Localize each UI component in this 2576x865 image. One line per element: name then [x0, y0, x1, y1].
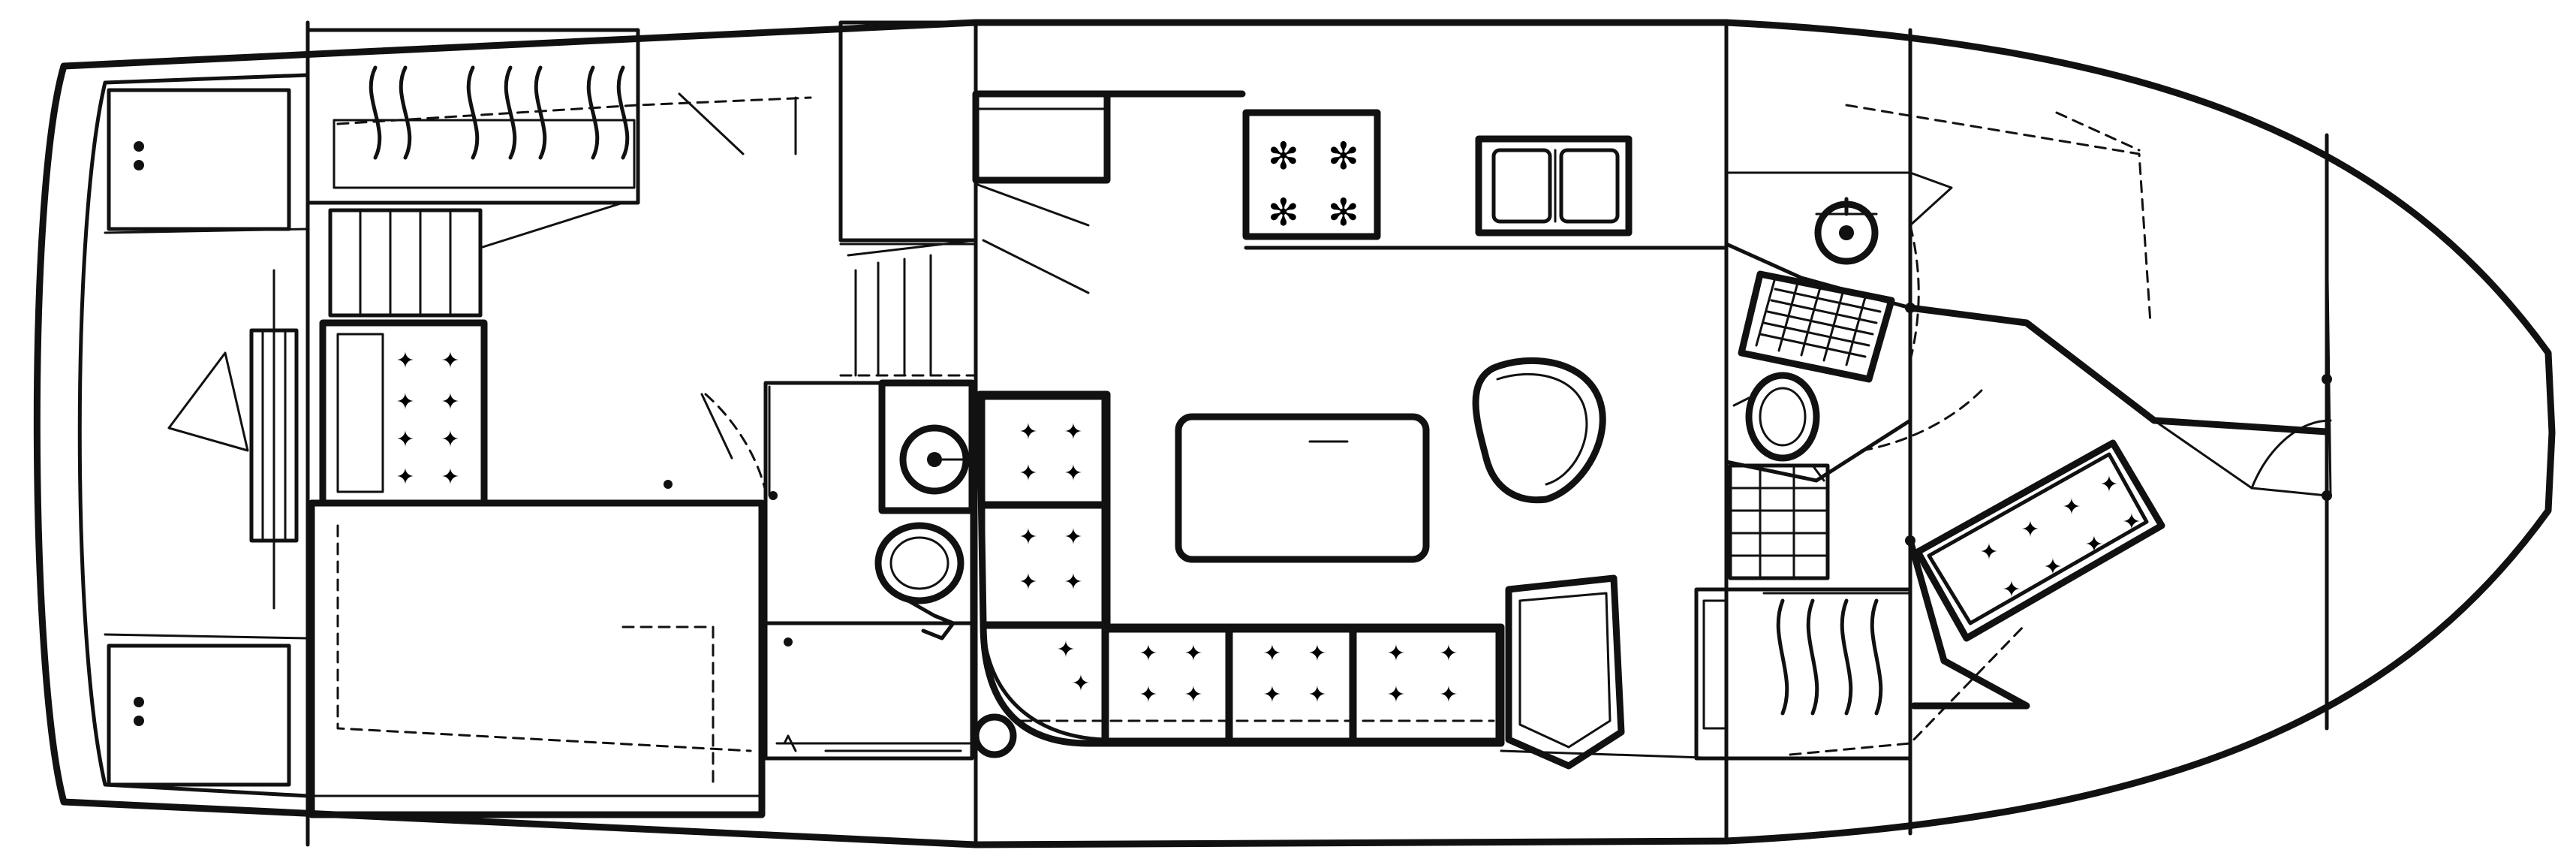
svg-text:✦: ✦	[1064, 524, 1082, 550]
svg-text:✦: ✦	[441, 389, 459, 415]
aft-berth	[308, 499, 766, 818]
head-vanity	[878, 379, 976, 514]
svg-text:✻: ✻	[1268, 134, 1299, 178]
svg-text:✦: ✦	[2084, 532, 2103, 558]
svg-text:✦: ✦	[1019, 524, 1037, 550]
shower-grate-icon	[1738, 270, 1895, 383]
svg-text:✦: ✦	[396, 464, 414, 490]
svg-text:✦: ✦	[2122, 509, 2141, 535]
svg-text:✦: ✦	[1139, 682, 1157, 708]
svg-text:✦: ✦	[2099, 472, 2118, 498]
svg-text:✦: ✦	[1064, 460, 1082, 487]
drain-icon	[972, 713, 1017, 758]
aft-lockers	[107, 88, 291, 787]
toilet-icon-fwd	[1745, 372, 1820, 462]
svg-text:✦: ✦	[1308, 682, 1326, 708]
svg-text:✦: ✦	[396, 348, 414, 374]
svg-text:✦: ✦	[2002, 577, 2021, 603]
svg-text:✦: ✦	[441, 426, 459, 453]
chairs	[1472, 357, 1728, 770]
aft-hanging-locker	[305, 28, 812, 205]
svg-text:✻: ✻	[1268, 191, 1299, 234]
svg-text:✦: ✦	[1262, 682, 1281, 708]
svg-text:✦: ✦	[1386, 640, 1405, 667]
aft-settee-tufts: ✦ ✦ ✦ ✦ ✦ ✦ ✦ ✦	[396, 348, 459, 490]
doors	[678, 92, 797, 497]
svg-text:✦: ✦	[1064, 419, 1082, 445]
dinette-table	[1175, 413, 1430, 563]
misc-detail	[664, 171, 1920, 500]
svg-text:✦: ✦	[1019, 569, 1037, 595]
svg-text:✦: ✦	[1184, 640, 1202, 667]
svg-text:✦: ✦	[1139, 640, 1157, 667]
svg-text:✦: ✦	[1386, 682, 1405, 708]
svg-text:✻: ✻	[1328, 134, 1359, 178]
svg-text:✦: ✦	[1056, 637, 1075, 663]
companion-stairs	[838, 20, 978, 377]
svg-text:✦: ✦	[2021, 517, 2039, 543]
locker-lower	[107, 643, 291, 787]
aft-stairs	[328, 201, 624, 318]
hull-keel-aft-2	[104, 633, 309, 640]
svg-text:✦: ✦	[1019, 460, 1037, 487]
stove-icon	[1242, 109, 1381, 240]
chair-icon-salon	[1472, 357, 1606, 504]
double-sink-icon	[1475, 135, 1633, 237]
galley: ✻ ✻ ✻ ✻	[972, 90, 1729, 294]
svg-text:✦: ✦	[1184, 682, 1202, 708]
svg-text:✦: ✦	[396, 426, 414, 453]
svg-text:✦: ✦	[2043, 554, 2062, 580]
aft-ladder	[167, 269, 299, 610]
bow-settee: ✦✦ ✦✦ ✦✦ ✦✦	[1914, 439, 2165, 642]
bow-settee-tufts: ✦✦ ✦✦ ✦✦ ✦✦	[1979, 472, 2141, 603]
svg-text:✦: ✦	[1019, 419, 1037, 445]
toilet-icon	[874, 522, 964, 604]
svg-text:✦: ✦	[441, 464, 459, 490]
hull-inner-line	[77, 73, 310, 798]
burners: ✻ ✻ ✻ ✻	[1268, 134, 1359, 234]
svg-text:✦: ✦	[1308, 640, 1326, 667]
dinette: ✦ ✦ ✦ ✦ ✦ ✦ ✦ ✦ ✦ ✦ ✦ ✦ ✦ ✦ ✦ ✦ ✦ ✦ ✦ ✦ ✦ ✦	[976, 390, 1505, 747]
svg-text:✦: ✦	[1439, 682, 1458, 708]
svg-text:✦: ✦	[1262, 640, 1281, 667]
hull-outline	[33, 19, 2556, 848]
svg-text:✻: ✻	[1328, 191, 1359, 234]
svg-text:✦: ✦	[1064, 569, 1082, 595]
svg-text:✦: ✦	[1439, 640, 1458, 667]
forward-stairs	[1728, 463, 1830, 580]
svg-text:✦: ✦	[396, 389, 414, 415]
aft-settee: ✦ ✦ ✦ ✦ ✦ ✦ ✦ ✦	[319, 319, 488, 507]
svg-text:✦: ✦	[1071, 671, 1090, 697]
forward-head	[1724, 197, 1912, 483]
svg-text:✦: ✦	[1979, 539, 1998, 565]
v-berth	[1845, 104, 2332, 710]
dinette-tufts: ✦ ✦ ✦ ✦ ✦ ✦ ✦ ✦ ✦ ✦ ✦ ✦ ✦ ✦ ✦ ✦ ✦ ✦ ✦ ✦ ✦ ✦	[1019, 419, 1458, 708]
head	[763, 379, 1017, 761]
svg-text:✦: ✦	[441, 348, 459, 374]
forward-hanging-locker	[1694, 587, 2028, 761]
chair-icon-helm	[1505, 574, 1625, 770]
locker-upper	[107, 88, 291, 231]
svg-text:✦: ✦	[2062, 494, 2081, 520]
